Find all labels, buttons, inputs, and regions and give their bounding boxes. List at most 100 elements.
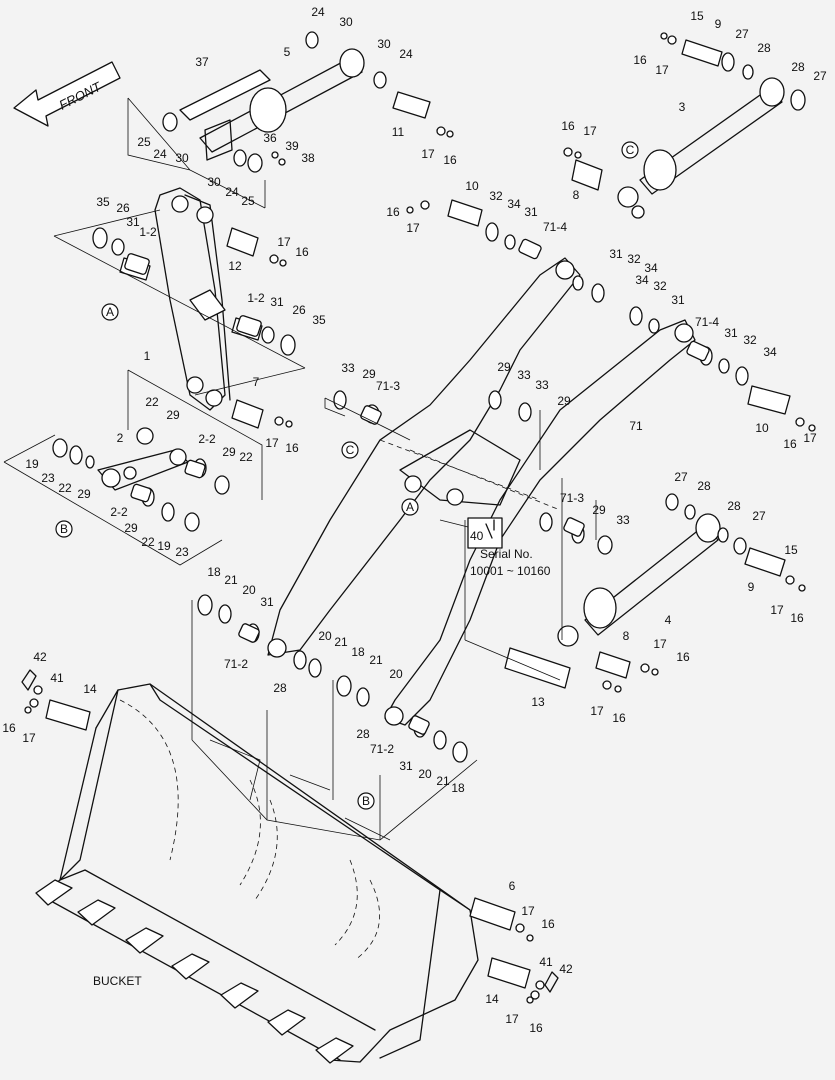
part-callout: 16 [790,611,804,625]
part-callout: 12 [228,259,242,273]
part-callout: 42 [559,962,573,976]
part-callout: 33 [616,513,630,527]
part-callout: 1-2 [247,291,265,305]
part-callout: 32 [653,279,667,293]
part-callout: 27 [752,509,766,523]
part-callout: 18 [451,781,465,795]
part-callout: 28 [791,60,805,74]
part-callout: 71-3 [560,491,584,505]
part-callout: 2-2 [198,432,216,446]
detail-marker-label: B [60,522,68,536]
part-callout: 30 [339,15,353,29]
part-callout: 2-2 [110,505,128,519]
part-callout: 35 [96,195,110,209]
serial-label-line1: Serial No. [480,547,533,561]
part-callout: 14 [83,682,97,696]
part-callout: 17 [265,436,279,450]
part-callout: 5 [284,45,291,59]
part-callout: 28 [273,681,287,695]
boom-pin-hole [555,260,575,280]
part-callout: 16 [2,721,16,735]
part-callout: 17 [583,124,597,138]
part-callout: 33 [535,378,549,392]
part-callout: 17 [505,1012,519,1026]
part-callout: 41 [539,955,553,969]
part-callout: 17 [521,904,535,918]
bucket-label: BUCKET [93,974,142,988]
detail-marker-label: A [406,500,414,514]
bucket-cylinder-5 [179,48,365,161]
part-callout: 16 [561,119,575,133]
part-callout: 37 [195,55,209,69]
part-callout: 8 [573,188,580,202]
part-callout: 33 [341,361,355,375]
boom-pin-hole [384,706,404,726]
part-callout: 26 [116,201,130,215]
part-callout: 16 [285,441,299,455]
bolts-and-nuts [21,32,816,1004]
part-callout: 31 [524,205,538,219]
part-callout: 32 [489,189,503,203]
part-callout: 42 [33,650,47,664]
part-callout: 20 [389,667,403,681]
part-callout: 21 [436,774,450,788]
part-callout: 31 [671,293,685,307]
part-callout: 22 [141,535,155,549]
part-callout: 31 [126,215,140,229]
detail-marker-a: A [401,498,419,516]
part-callout: 16 [612,711,626,725]
detail-marker-b: B [357,792,375,810]
part-callout: 17 [655,63,669,77]
part-callout: 22 [145,395,159,409]
part-callout: 35 [312,313,326,327]
part-callout: 13 [531,695,545,709]
bushings [124,238,710,735]
detail-marker-c: C [341,441,359,459]
part-callout: 27 [735,27,749,41]
part-callout: 27 [674,470,688,484]
part-callout: 10 [465,179,479,193]
part-callout: 11 [392,125,405,139]
part-callout: 16 [676,650,690,664]
part-callout: 16 [295,245,309,259]
part-callout: 36 [263,131,277,145]
boom-pin-hole [267,638,287,658]
part-callout: 32 [627,252,641,266]
part-callout: 29 [592,503,606,517]
part-callout: 31 [270,295,284,309]
part-callout: 24 [311,5,325,19]
part-callout: 29 [124,521,138,535]
detail-frames [3,97,597,841]
part-callout: 71-3 [376,379,400,393]
part-callout: 31 [724,326,738,340]
part-callout: 28 [727,499,741,513]
part-callout: 25 [137,135,151,149]
detail-marker-label: C [626,143,635,157]
part-callout: 10 [755,421,769,435]
part-callout: 23 [41,471,55,485]
part-callout: 15 [690,9,704,23]
part-callout: 34 [507,197,521,211]
part-callout: 18 [207,565,221,579]
part-callout: 22 [239,450,253,464]
part-callout: 21 [369,653,383,667]
part-callout: 31 [609,247,623,261]
part-callout: 71-4 [695,315,719,329]
part-callout: 9 [715,17,722,31]
bucket-teeth [35,879,354,1064]
part-callout: 1 [144,349,151,363]
lift-cylinder-3 [617,77,785,219]
lift-cylinder-4 [557,513,721,647]
part-callout: 9 [748,580,755,594]
part-callout: 38 [301,151,315,165]
part-callout: 18 [351,645,365,659]
part-callout: 20 [242,583,256,597]
part-callout: 28 [356,727,370,741]
part-callout: 8 [623,629,630,643]
link-2 [97,448,189,491]
part-callout: 6 [509,879,516,893]
part-callout: 17 [277,235,291,249]
